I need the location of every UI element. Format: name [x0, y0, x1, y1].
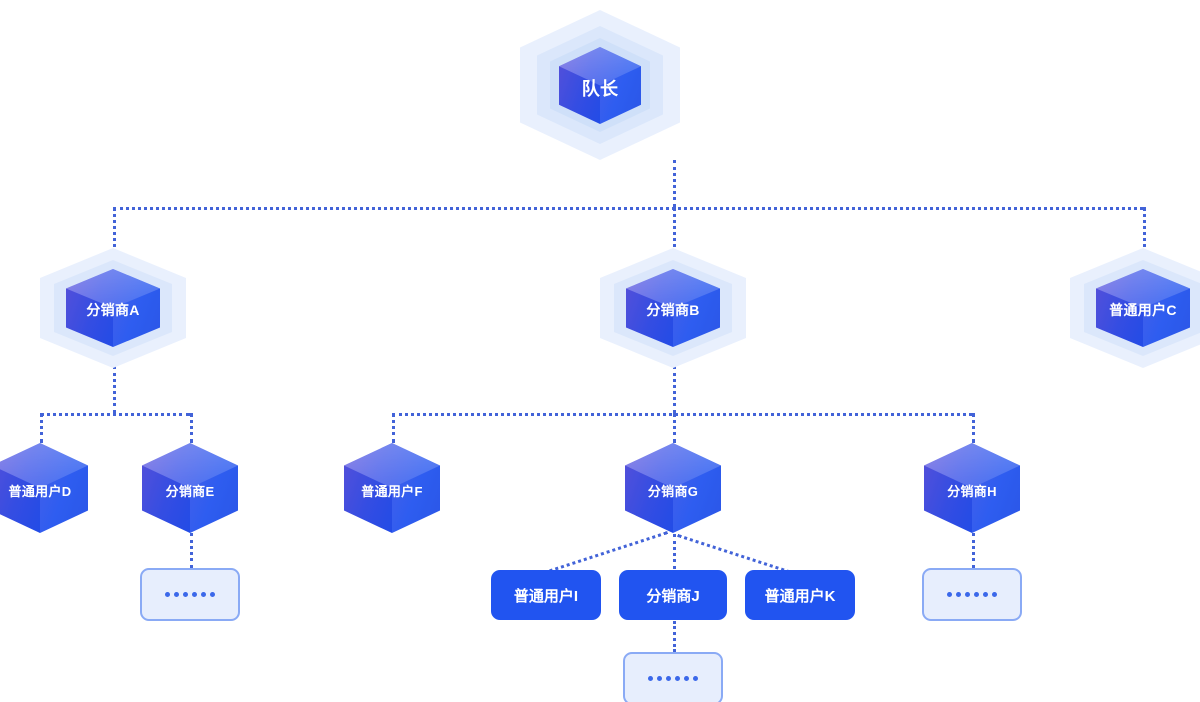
connector-drop-user-c: [1143, 207, 1146, 255]
connector-dist-j-to-more: [673, 621, 676, 652]
node-dist-e[interactable]: 分销商E: [142, 443, 238, 533]
dist-h-core: [924, 443, 1020, 533]
node-dist-j[interactable]: 分销商J: [619, 570, 727, 620]
node-dist-h[interactable]: 分销商H: [924, 443, 1020, 533]
connector-drop-user-d: [40, 413, 43, 443]
connector-dist-b-bus: [392, 413, 972, 416]
connector-drop-dist-b: [673, 207, 676, 255]
node-user-i-label: 普通用户I: [513, 587, 579, 605]
node-user-k-label: 普通用户K: [764, 587, 836, 605]
node-more-j[interactable]: [623, 652, 723, 702]
ellipsis-dots-h: [947, 592, 997, 597]
node-dist-g[interactable]: 分销商G: [625, 443, 721, 533]
ellipsis-dots-e: [165, 592, 215, 597]
connector-dist-g-to-dist-j: [673, 534, 676, 569]
ellipsis-dots-j: [648, 676, 698, 681]
connector-drop-dist-g: [673, 413, 676, 443]
connector-dist-b-stem: [673, 366, 676, 413]
connector-drop-user-f: [392, 413, 395, 443]
connector-dist-a-stem: [113, 366, 116, 413]
dist-e-core: [142, 443, 238, 533]
connector-level2-bus: [113, 207, 1143, 210]
connector-dist-a-bus: [40, 413, 190, 416]
node-user-k[interactable]: 普通用户K: [745, 570, 855, 620]
node-dist-b[interactable]: 分销商B: [600, 248, 746, 368]
dist-g-core: [625, 443, 721, 533]
node-user-c[interactable]: 普通用户C: [1070, 248, 1200, 368]
node-more-h[interactable]: [922, 568, 1022, 621]
node-user-f[interactable]: 普通用户F: [344, 443, 440, 533]
connector-drop-dist-h: [972, 413, 975, 443]
node-dist-j-label: 分销商J: [646, 587, 700, 605]
connector-drop-dist-e: [190, 413, 193, 443]
user-d-core: [0, 443, 88, 533]
node-dist-a[interactable]: 分销商A: [40, 248, 186, 368]
user-f-core: [344, 443, 440, 533]
connector-dist-h-to-more: [972, 533, 975, 568]
connector-captain-stem: [673, 160, 676, 207]
connector-dist-e-to-more: [190, 533, 193, 568]
node-more-e[interactable]: [140, 568, 240, 621]
node-user-d[interactable]: 普通用户D: [0, 443, 88, 533]
connector-drop-dist-a: [113, 207, 116, 255]
node-captain[interactable]: 队长: [520, 10, 680, 160]
node-user-i[interactable]: 普通用户I: [491, 570, 601, 620]
